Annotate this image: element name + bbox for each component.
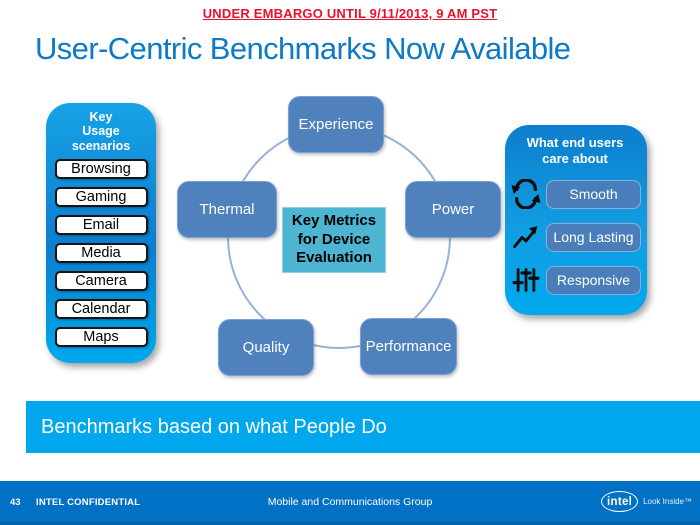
panel-title-line: What end users <box>526 135 624 150</box>
trend-up-icon <box>509 223 543 251</box>
end-users-panel: What end users care about Smooth <box>505 125 647 315</box>
care-row-responsive: Responsive <box>509 265 641 295</box>
group-name: Mobile and Communications Group <box>267 496 433 508</box>
usage-item-email: Email <box>54 215 148 236</box>
footer-bar: 43 INTEL CONFIDENTIAL Mobile and Communi… <box>0 481 700 525</box>
intel-logo-oval: intel <box>601 491 639 512</box>
sync-icon <box>509 179 543 210</box>
care-box-responsive: Responsive <box>546 265 641 295</box>
panel-title-line: scenarios <box>71 138 131 153</box>
center-box-line: Key Metrics <box>291 211 377 229</box>
diagram-node-quality: Quality <box>218 319 314 376</box>
intel-logo-tagline: Look Inside™ <box>643 497 692 506</box>
page-title: User-Centric Benchmarks Now Available <box>35 31 571 66</box>
diagram-node-power: Power <box>405 181 501 238</box>
page-number: 43 <box>10 497 21 508</box>
care-box-smooth: Smooth <box>546 179 641 209</box>
key-usage-panel: Key Usage scenarios Browsing Gaming Emai… <box>46 103 156 363</box>
sliders-icon <box>509 266 543 294</box>
care-box-long-lasting: Long Lasting <box>546 222 641 252</box>
usage-item-browsing: Browsing <box>54 159 148 180</box>
panel-title-line: care about <box>542 150 608 166</box>
center-box-line: Evaluation <box>296 249 372 267</box>
diagram-center-box: Key Metrics for Device Evaluation <box>282 207 386 273</box>
panel-title-line: Usage <box>82 124 120 139</box>
usage-item-calendar: Calendar <box>54 299 148 320</box>
center-box-line: for Device <box>297 230 371 248</box>
usage-item-media: Media <box>54 243 148 264</box>
end-users-panel-title: What end users care about <box>509 135 641 166</box>
banner: Benchmarks based on what People Do <box>26 401 700 453</box>
key-usage-panel-title: Key Usage scenarios <box>46 110 156 153</box>
usage-item-gaming: Gaming <box>54 187 148 208</box>
care-row-long-lasting: Long Lasting <box>509 222 641 252</box>
confidential-label: INTEL CONFIDENTIAL <box>36 497 141 508</box>
diagram-node-performance: Performance <box>360 318 457 375</box>
embargo-notice: UNDER EMBARGO UNTIL 9/11/2013, 9 AM PST <box>202 6 498 21</box>
diagram-node-experience: Experience <box>288 96 384 153</box>
usage-item-camera: Camera <box>54 271 148 292</box>
banner-text: Benchmarks based on what People Do <box>41 415 387 438</box>
panel-title-line: Key <box>89 110 113 124</box>
intel-logo: intel Look Inside™ <box>601 491 692 512</box>
diagram-node-thermal: Thermal <box>177 181 277 238</box>
usage-item-maps: Maps <box>54 327 148 348</box>
care-row-smooth: Smooth <box>509 179 641 210</box>
